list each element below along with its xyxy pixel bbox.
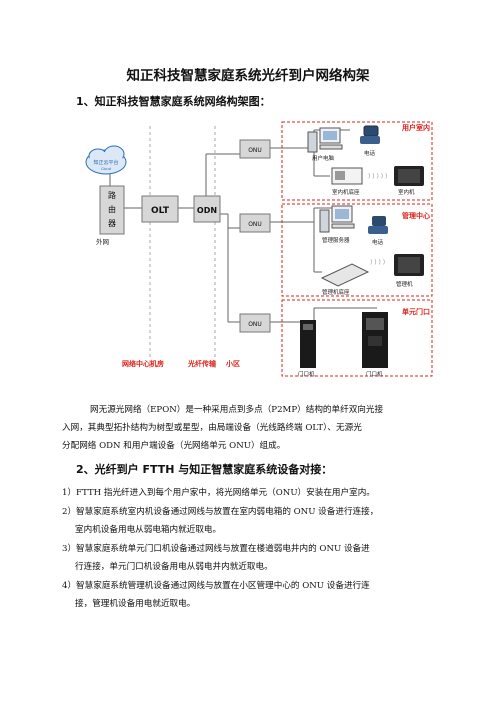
onu-label: ONU — [248, 147, 262, 154]
olt-label: OLT — [151, 206, 170, 216]
zone-user-label: 用户室内 — [402, 123, 430, 132]
bottom-center-label: 网络中心机房 — [122, 359, 164, 368]
manager-unit-icon — [394, 254, 424, 276]
list-item-3: 3）智慧家庭系统单元门口机设备通过网线与放置在楼道弱电井内的 ONU 设备进 — [62, 543, 370, 554]
onu-box-unit: ONU — [239, 313, 271, 333]
paragraph-line-3: 分配网络 ODN 和用户端设备（光网络单元 ONU）组成。 — [62, 441, 286, 451]
zone-mgmt-border — [281, 203, 433, 297]
ftth-list: 1）FTTH 指光纤进入到每个用户家中，将光网络单元（ONU）安装在用户室内。 … — [62, 484, 452, 614]
cloud-label: 知正云平台 — [93, 159, 118, 166]
door-station-icon-2 — [362, 312, 388, 368]
paragraph-line-1: 网无源光网络（EPON）是一种采用点到多点（P2MP）结构的单纤双向光接 — [90, 405, 384, 415]
list-item-4-cont: 接，管理机设备用电就近取电。 — [75, 599, 196, 609]
manager-base-icon — [320, 263, 370, 287]
onu-label: ONU — [248, 321, 262, 328]
list-item-2-cont: 室内机设备用电从弱电箱内就近取电。 — [75, 525, 222, 535]
phone-label-user: 电话 — [364, 149, 376, 157]
zone-mgmt-label: 管理中心 — [402, 211, 430, 220]
olt-box: OLT — [141, 195, 179, 223]
odn-box: ODN — [193, 195, 221, 223]
pc-label: 用户电脑 — [312, 154, 335, 162]
indoor-base-label: 室内机底座 — [332, 188, 360, 196]
phone-label-mgmt: 电话 — [372, 238, 384, 246]
server-icon — [319, 205, 355, 233]
odn-label: ODN — [197, 206, 217, 215]
svg-text:) ) ) ): ) ) ) ) — [370, 259, 385, 266]
list-item-4: 4）智慧家庭系统管理机设备通过网线与放置在小区管理中心的 ONU 设备进行连 — [62, 580, 370, 591]
server-label: 管理服务器 — [322, 236, 350, 244]
section-1-heading: 1、知正科技智慧家庭系统网络构架图： — [76, 95, 271, 108]
manager-base-label: 管理机底座 — [322, 288, 350, 296]
cloud-sub: Cloud — [101, 167, 111, 171]
bottom-fiber-label: 光纤传输 — [187, 359, 217, 368]
router-char-2: 由 — [108, 204, 116, 214]
epon-paragraph: 网无源光网络（EPON）是一种采用点到多点（P2MP）结构的单纤双向光接 入网，… — [62, 401, 442, 455]
zone-user-border — [281, 121, 433, 201]
list-item-2: 2）智慧家庭系统室内机设备通过网线与放置在室内弱电箱的 ONU 设备进行连接， — [62, 506, 379, 517]
onu-label: ONU — [248, 221, 262, 228]
phone-icon-mgmt — [368, 216, 388, 234]
zone-unit-label: 单元门口 — [402, 307, 430, 316]
door-label-2: 门口机 — [366, 370, 383, 378]
cloud-platform-icon: 知正云平台 Cloud — [85, 145, 127, 175]
indoor-base-icon — [331, 167, 363, 185]
manager-unit-label: 管理机 — [396, 280, 413, 288]
list-item-1: 1）FTTH 指光纤进入到每个用户家中，将光网络单元（ONU）安装在用户室内。 — [62, 488, 375, 498]
doc-title: 知正科技智慧家庭系统光纤到户网络构架 — [126, 68, 370, 84]
door-station-icon-1 — [300, 320, 316, 368]
door-label-1: 门口机 — [298, 370, 315, 378]
onu-box-user: ONU — [239, 139, 271, 159]
paragraph-line-2: 入网，其典型拓扑结构为树型或星型，由局端设备（光线路终端 OLT）、无源光 — [62, 423, 362, 433]
svg-text:) ) ) ) ): ) ) ) ) ) — [368, 173, 387, 180]
user-pc-icon — [307, 127, 343, 153]
list-item-3-cont: 行连接，单元门口机设备用电从弱电井内就近取电。 — [75, 562, 273, 572]
indoor-unit-label: 室内机 — [398, 188, 415, 196]
indoor-unit-icon — [394, 166, 424, 186]
router-char-3: 器 — [108, 219, 116, 228]
network-architecture-diagram: 知正云平台 Cloud 路 由 器 外网 OLT ODN ONU ONU ONU… — [82, 118, 437, 380]
external-network-label: 外网 — [96, 237, 109, 246]
router-box: 路 由 器 — [99, 185, 125, 235]
zone-unit-border — [281, 299, 433, 377]
section-2-heading: 2、光纤到户 FTTH 与知正智慧家庭系统设备对接： — [76, 463, 333, 476]
onu-box-mgmt: ONU — [239, 213, 271, 233]
phone-icon-user — [360, 125, 380, 144]
router-char-1: 路 — [108, 190, 116, 200]
bottom-area-label: 小区 — [225, 359, 240, 368]
